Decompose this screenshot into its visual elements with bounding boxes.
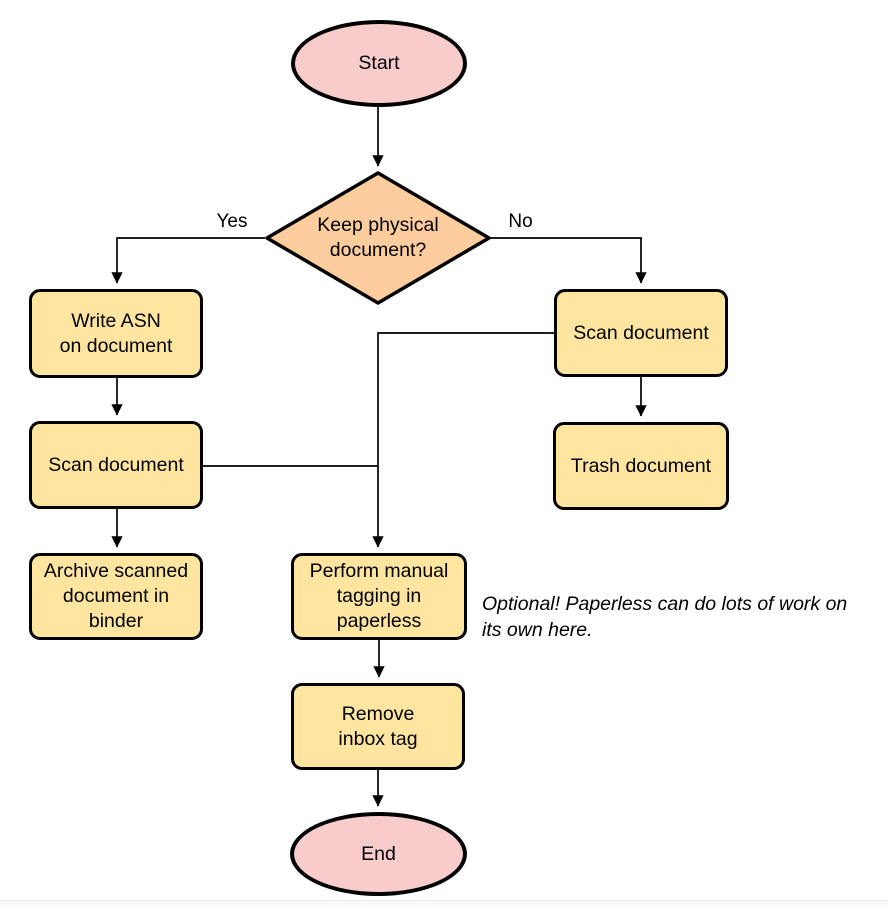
node-write-asn-on-document[interactable]: Write ASN on document (29, 289, 203, 378)
node-trash-document[interactable]: Trash document (553, 422, 729, 510)
annotation-optional-note: Optional! Paperless can do lots of work … (482, 593, 848, 641)
node-scan-document-right[interactable]: Scan document (554, 289, 728, 377)
node-start[interactable]: Start (291, 20, 467, 107)
node-scan-document-left[interactable]: Scan document (29, 421, 203, 509)
edge-label-no: No (508, 211, 533, 232)
node-remove-inbox-tag[interactable]: Remove inbox tag (291, 683, 465, 770)
edge-scan-right-to-tagging (372, 332, 554, 548)
edge-decision-yes-to-write-asn (111, 237, 265, 284)
node-keep-physical-document[interactable] (265, 171, 491, 305)
edge-decision-no-to-scan-right (490, 237, 647, 284)
edge-label-yes: Yes (216, 211, 248, 232)
node-end[interactable]: End (290, 812, 467, 896)
bottom-strip (0, 900, 888, 907)
node-perform-manual-tagging[interactable]: Perform manual tagging in paperless (291, 553, 467, 640)
node-archive-scanned-document[interactable]: Archive scanned document in binder (29, 553, 203, 640)
